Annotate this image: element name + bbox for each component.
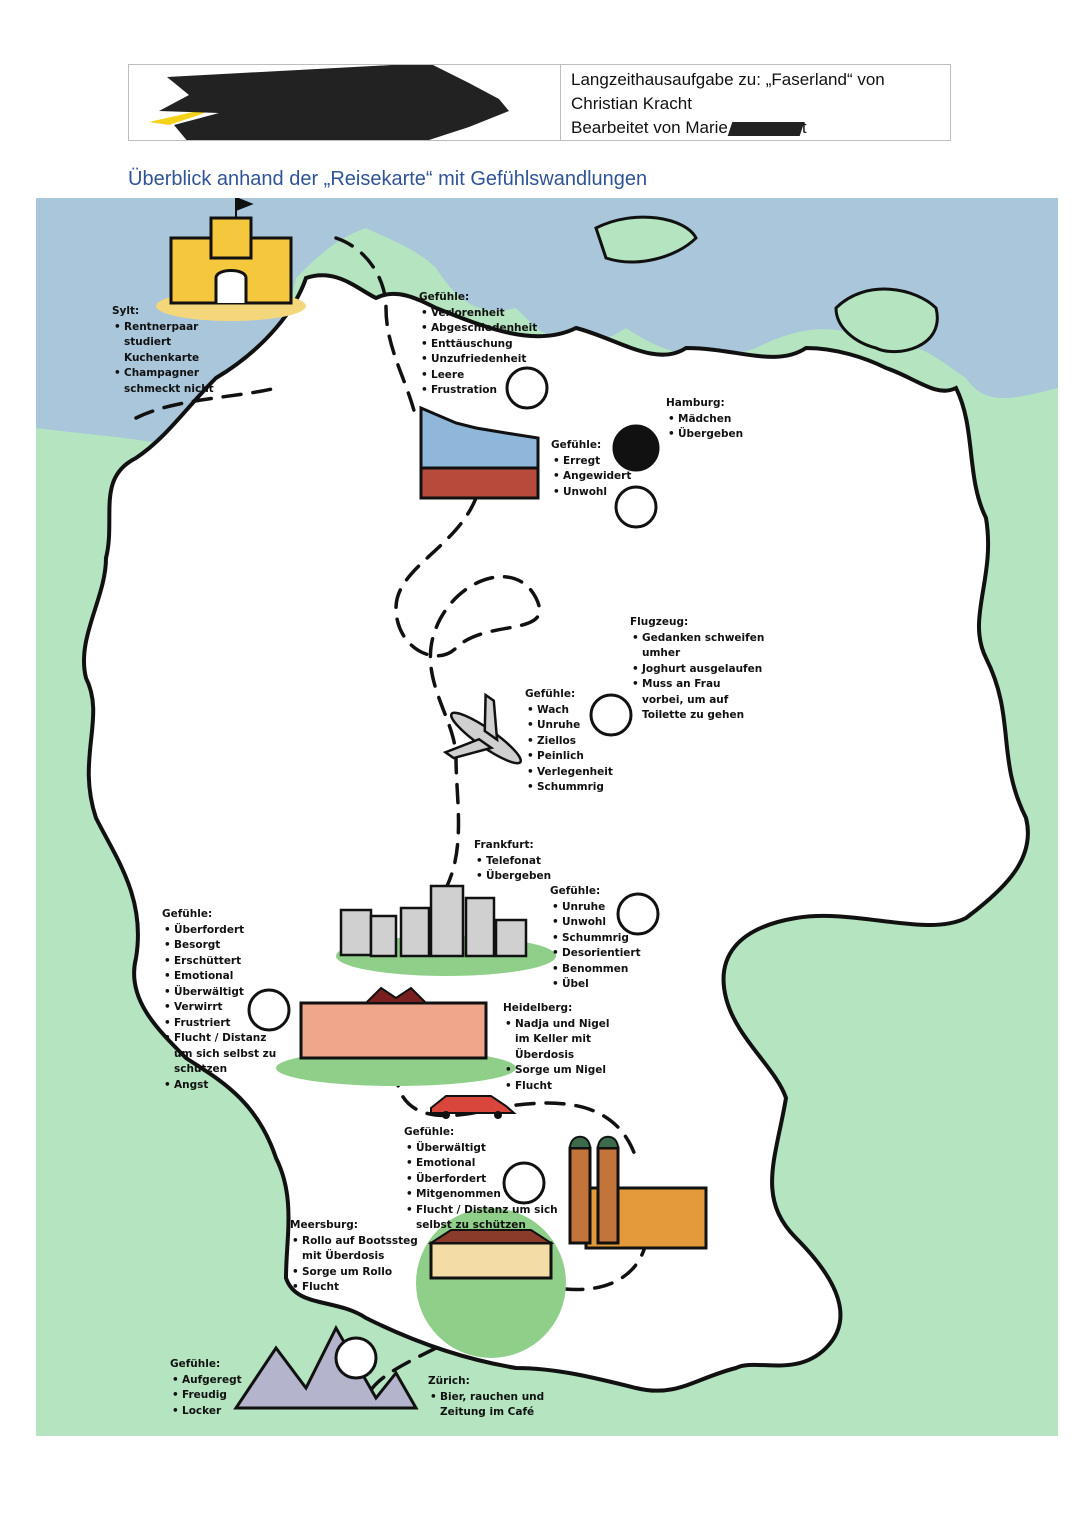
note-feelings-zurich: Gefühle: Aufgeregt Freudig Locker — [170, 1357, 242, 1419]
note-feelings-flugzeug: Gefühle: Wach Unruhe Ziellos Peinlich Ve… — [525, 687, 613, 796]
airplane-icon — [442, 692, 523, 765]
note-heidelberg: Heidelberg: Nadja und Nigel im Keller mi… — [503, 1001, 609, 1094]
note-zurich: Zürich: Bier, rauchen und Zeitung im Caf… — [428, 1374, 544, 1421]
redacted-logo-area — [129, 65, 561, 140]
germany-map-drawing — [36, 198, 1058, 1436]
note-hamburg: Hamburg: Mädchen Übergeben — [666, 396, 743, 443]
island-north — [594, 215, 698, 264]
note-feelings-muenchen: Gefühle: Überwältigt Emotional Überforde… — [404, 1125, 558, 1234]
note-feelings-hamburg: Gefühle: Erregt Angewidert Unwohl — [551, 438, 631, 500]
header-table: Langzeithausaufgabe zu: „Faserland“ von … — [128, 64, 951, 141]
car-icon — [430, 1095, 517, 1119]
header-line-3: Bearbeitet von Marie t — [571, 116, 940, 140]
island-east — [834, 287, 939, 354]
sandcastle-icon — [156, 198, 306, 321]
header-line-1: Langzeithausaufgabe zu: „Faserland“ von — [571, 70, 885, 89]
note-sylt: Sylt: Rentnerpaar studiert Kuchenkarte C… — [112, 304, 214, 397]
section-title: Überblick anhand der „Reisekarte“ mit Ge… — [128, 168, 648, 190]
note-flugzeug: Flugzeug: Gedanken schweifen umher Joghu… — [630, 615, 764, 724]
happy-face-icon — [334, 1336, 378, 1380]
note-frankfurt: Frankfurt: Telefonat Übergeben — [474, 838, 551, 885]
note-feelings-heidelberg: Gefühle: Überfordert Besorgt Erschüttert… — [162, 907, 276, 1093]
elbphilharmonie-icon — [419, 405, 540, 500]
heidelberg-castle-icon — [276, 986, 516, 1086]
header-info: Langzeithausaufgabe zu: „Faserland“ von … — [561, 65, 950, 140]
germany-outline — [82, 273, 1030, 1393]
travel-map: Sylt: Rentnerpaar studiert Kuchenkarte C… — [36, 198, 1058, 1436]
redaction-mark — [149, 65, 509, 140]
frauenkirche-icon — [568, 1135, 708, 1250]
meersburg-castle-icon — [416, 1208, 566, 1358]
header-line-2: Christian Kracht — [571, 94, 692, 113]
note-meersburg: Meersburg: Rollo auf Bootssteg mit Überd… — [290, 1218, 418, 1296]
header-author-prefix: Bearbeitet von Marie — [571, 118, 728, 137]
note-feelings-sylt: Gefühle: Verlorenheit Abgeschiedenheit E… — [419, 290, 537, 399]
redacted-name — [727, 121, 805, 136]
header-author-suffix: t — [801, 118, 807, 137]
note-feelings-frankfurt: Gefühle: Unruhe Unwohl Schummrig Desorie… — [550, 884, 641, 993]
frankfurt-skyline-icon — [336, 884, 556, 976]
